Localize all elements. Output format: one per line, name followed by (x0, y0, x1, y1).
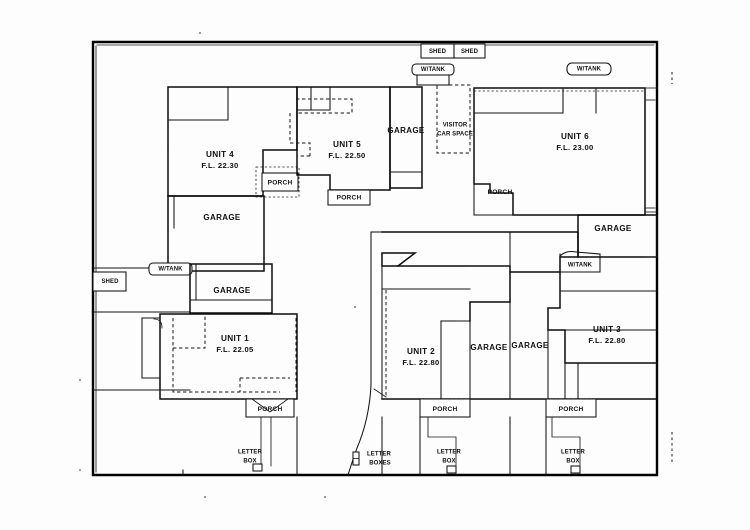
porch-unit4-label: PORCH (268, 179, 293, 186)
unit-1-floor-level: F.L. 22.05 (216, 345, 254, 354)
unit-6-name: UNIT 6 (561, 132, 589, 141)
letterbox-unit3-group: LETTER BOX (561, 450, 585, 474)
letterbox-unit1-line1: LETTER (238, 450, 262, 456)
garage-unit4-outline (167, 195, 265, 272)
unit-4-floor-level: F.L. 22.30 (201, 161, 238, 170)
unit-3-floor-level: F.L. 22.80 (588, 336, 625, 345)
porch-unit3-label: PORCH (559, 406, 584, 413)
unit-5-floor-level: F.L. 22.50 (328, 151, 365, 160)
driveway-curve (347, 231, 383, 476)
letterbox-unit2-group: LETTER BOX (437, 450, 461, 474)
garage-unit6-outline (577, 211, 658, 258)
shed-top-left-group: SHED (420, 43, 455, 59)
shed-top-left-label: SHED (429, 49, 447, 55)
wtank-top-right-label: W/TANK (577, 67, 602, 73)
letterbox-unit3-line2: BOX (566, 459, 579, 465)
letterboxes-centre-group: LETTER BOXES (352, 451, 391, 467)
wtank-left-label: W/TANK (158, 267, 183, 273)
porch-unit6-label: PORCH (488, 189, 513, 196)
wtank-top-centre-label: W/TANK (421, 67, 446, 73)
garage-unit3-label: GARAGE (511, 341, 549, 350)
porch-unit4-group: PORCH (255, 166, 300, 198)
porch-unit5-label: PORCH (337, 194, 362, 201)
letterboxes-centre-line2: BOXES (369, 461, 391, 467)
garage-unit5-label: GARAGE (387, 126, 425, 135)
survey-ticks (79, 32, 673, 498)
garage-unit1-label: GARAGE (213, 286, 251, 295)
wtank-centre-right-group: W/TANK (559, 250, 601, 273)
wtank-centre-right-label: W/TANK (568, 263, 593, 269)
unit-6-floor-level: F.L. 23.00 (556, 143, 593, 152)
unit-1-name: UNIT 1 (221, 334, 249, 343)
letterbox-unit1-group: LETTER BOX (238, 450, 263, 472)
lower-boundary-divisions (182, 416, 547, 476)
porch-unit2-group: PORCH (419, 398, 471, 471)
shed-top-right-label: SHED (461, 49, 479, 55)
letterbox-unit1-line2: BOX (243, 459, 256, 465)
letterboxes-centre-line1: LETTER (367, 452, 391, 458)
porch-unit2-label: PORCH (433, 406, 458, 413)
unit-1-outline (141, 313, 298, 400)
garage-unit2-label: GARAGE (470, 343, 508, 352)
garage-unit6-label: GARAGE (594, 224, 632, 233)
porch-unit5-group: PORCH (327, 189, 371, 206)
garage-unit1-outline (189, 263, 273, 314)
garage-unit2-outline (469, 231, 511, 400)
unit-5-outline (289, 86, 391, 191)
wtank-top-right-group: W/TANK (566, 62, 612, 76)
unit-5-name: UNIT 5 (333, 140, 361, 149)
porch-unit1-label: PORCH (258, 406, 283, 413)
shed-left-group: SHED (92, 271, 127, 292)
garage-unit5-outline (389, 86, 423, 189)
porch-unit1-group: PORCH (245, 398, 295, 467)
porch-unit6-group: PORCH (473, 183, 514, 216)
unit-3-outline (509, 271, 658, 400)
top-right-edge-details (644, 87, 658, 258)
visitor-car-space-line2: CAR SPACE (437, 132, 473, 138)
porch-unit3-group: PORCH (545, 398, 597, 471)
shed-left-label: SHED (101, 279, 119, 285)
wtank-left-group: W/TANK (148, 262, 193, 276)
unit-4-name: UNIT 4 (206, 150, 234, 159)
letterbox-unit2-line2: BOX (442, 459, 455, 465)
wtank-top-centre-group: W/TANK (411, 63, 455, 86)
visitor-car-space-group: VISITOR CAR SPACE (436, 84, 473, 154)
shed-top-right-group: SHED (453, 43, 486, 59)
unit-2-name: UNIT 2 (407, 347, 435, 356)
letterbox-unit2-line1: LETTER (437, 450, 461, 456)
unit-2-floor-level: F.L. 22.80 (402, 358, 439, 367)
garage-unit4-label: GARAGE (203, 213, 241, 222)
unit-3-name: UNIT 3 (593, 325, 621, 334)
letterbox-unit3-line1: LETTER (561, 450, 585, 456)
visitor-car-space-line1: VISITOR (443, 123, 468, 129)
